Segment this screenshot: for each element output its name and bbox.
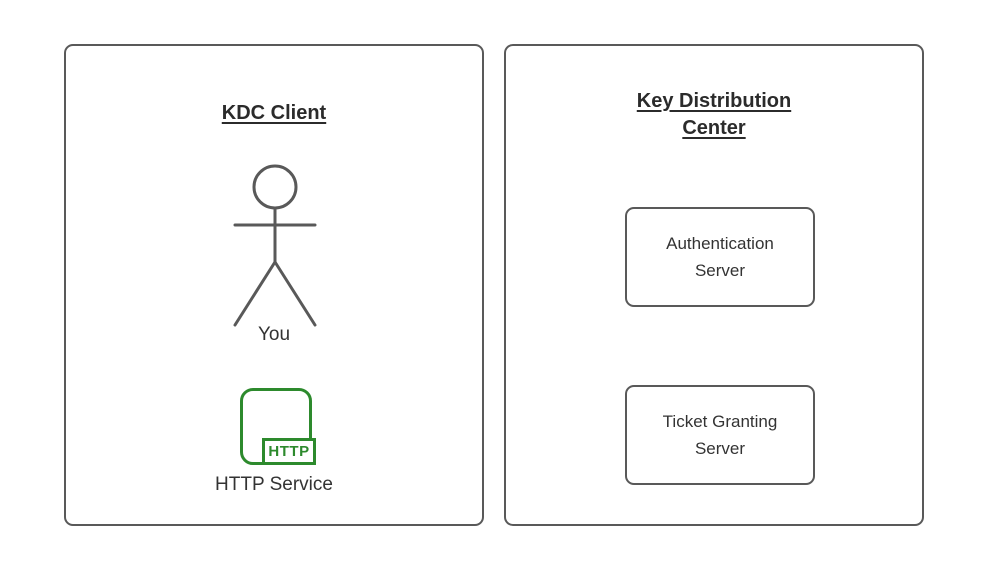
ticket-granting-server-label-line-1: Ticket Granting [662,412,778,431]
kdc-title: Key Distribution Center [506,88,922,142]
http-badge: HTTP [262,438,316,465]
ticket-granting-server-label-line-2: Server [694,439,746,458]
actor-left-leg [233,260,277,327]
authentication-server-box: Authentication Server [625,207,815,307]
authentication-server-label-line-1: Authentication [666,234,774,253]
http-service-label: HTTP Service [215,474,333,495]
kdc-title-line-1: Key Distribution [636,90,792,112]
ticket-granting-server-box: Ticket Granting Server [625,385,815,485]
stick-figure-actor-icon [233,164,317,327]
kdc-client-title: KDC Client [66,100,482,127]
kdc-client-panel: KDC Client You HTTP HTTP Service [64,44,484,526]
actor-right-leg [273,260,317,327]
authentication-server-label-line-2: Server [694,261,746,280]
http-badge-text: HTTP [268,443,310,460]
kdc-client-title-text: KDC Client [221,102,327,124]
actor-head [252,164,298,210]
actor-label: You [257,324,291,345]
key-distribution-center-panel: Key Distribution Center Authentication S… [504,44,924,526]
kdc-title-line-2: Center [682,117,746,139]
